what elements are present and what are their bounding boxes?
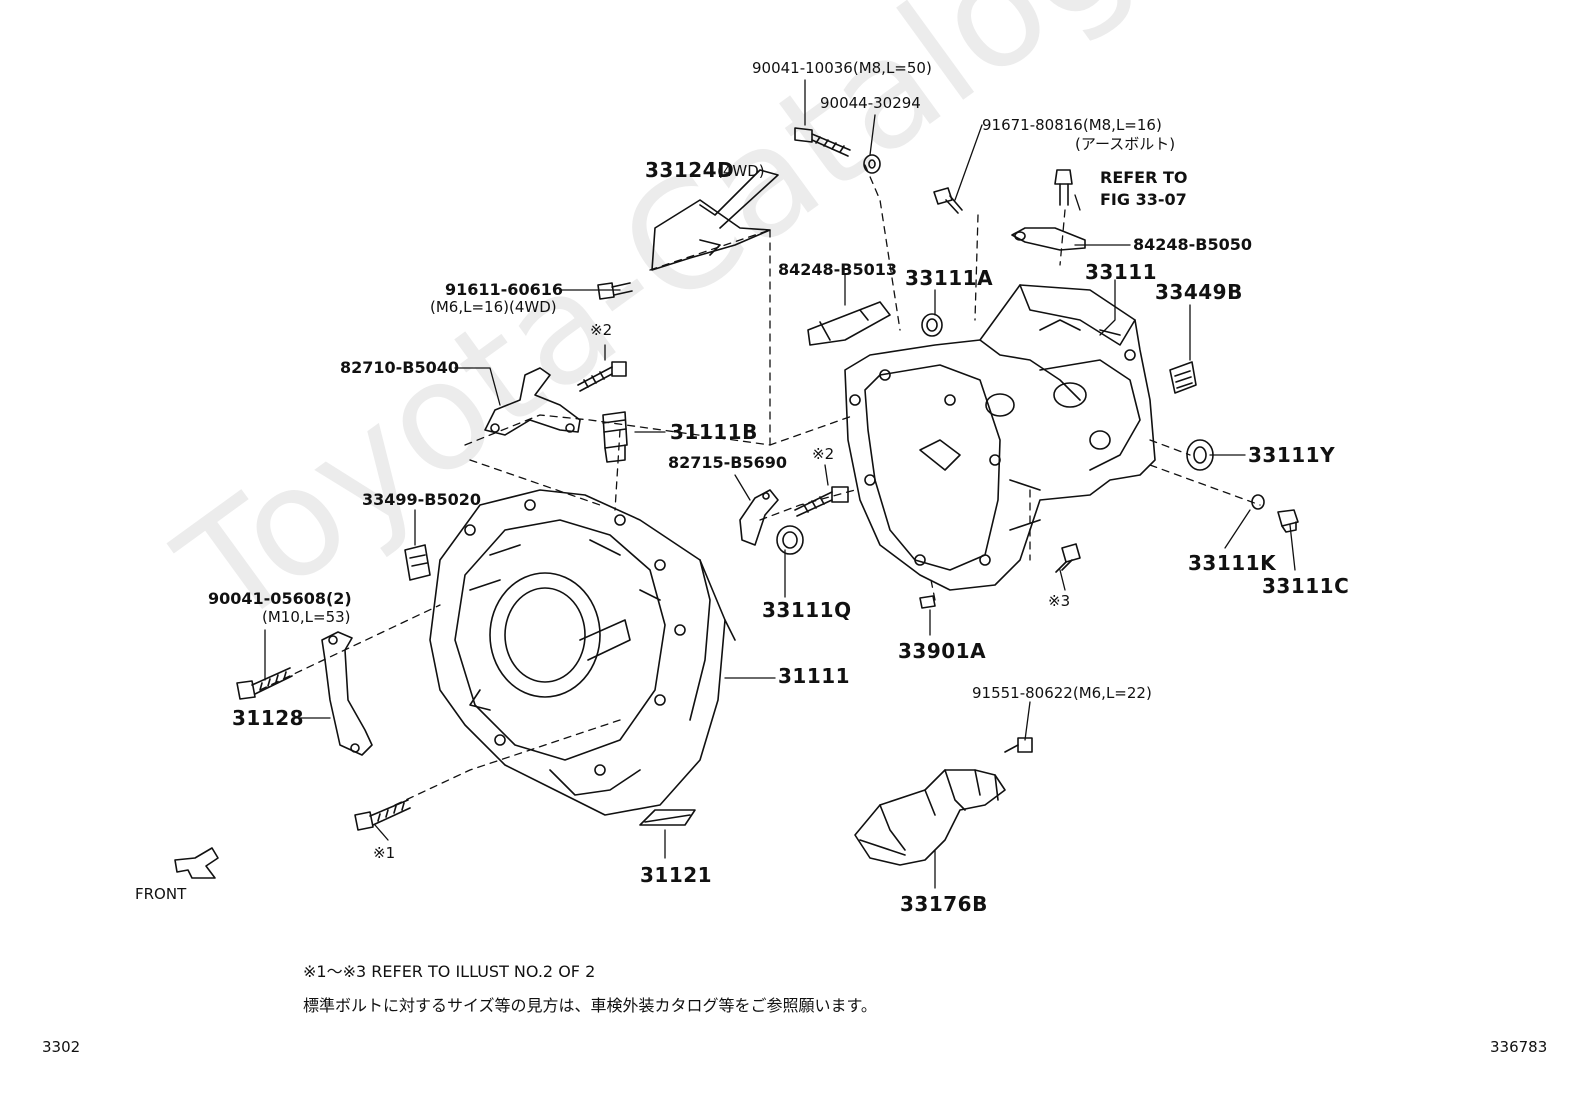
label-33901A: 33901A — [898, 639, 987, 663]
fork-33176B — [854, 769, 1006, 866]
case-33111 — [844, 284, 1156, 591]
part-31128-bracket — [321, 631, 373, 756]
label-33111Y: 33111Y — [1248, 443, 1336, 467]
bolt-mark3 — [1055, 543, 1081, 573]
label-33449B: 33449B — [1155, 280, 1243, 304]
label-33111K: 33111K — [1188, 551, 1277, 575]
label-33111Q: 33111Q — [762, 598, 852, 622]
bolt-refer-fig — [1054, 169, 1073, 206]
part-33111C-plug — [1277, 509, 1299, 533]
bolt-mark1 — [354, 799, 411, 831]
label-90041-10036: 90041-10036(M8,L=50) — [752, 59, 932, 77]
part-84248-B5050-clamp — [1011, 227, 1086, 251]
label-33111A: 33111A — [905, 266, 994, 290]
label-31111: 31111 — [778, 664, 851, 688]
label-31128: 31128 — [232, 706, 305, 730]
footer-left-code: 3302 — [42, 1038, 81, 1056]
label-33124D-note: (4WD) — [717, 162, 765, 180]
bolt-91551-80622 — [1004, 737, 1033, 753]
part-82715-B5690-bracket — [739, 489, 779, 546]
label-84248-B5050: 84248-B5050 — [1133, 235, 1253, 254]
part-33111Y-seal — [1186, 439, 1214, 471]
label-31121: 31121 — [640, 863, 713, 887]
label-91551-80622: 91551-80622(M6,L=22) — [972, 684, 1152, 702]
part-33499-B5020-clip — [404, 544, 431, 581]
label-front: FRONT — [135, 885, 187, 903]
label-91671-80816: 91671-80816(M8,L=16) — [982, 116, 1162, 134]
label-90044-30294: 90044-30294 — [820, 94, 921, 112]
leader-lines — [264, 79, 1296, 889]
part-33124D-tube — [651, 169, 779, 271]
bolt-91671-80816 — [933, 187, 963, 214]
part-33111A-seal — [921, 313, 943, 337]
label-mark3: ※3 — [1048, 592, 1071, 610]
front-arrow-icon — [174, 847, 219, 879]
label-33124D: 33124D — [645, 158, 735, 182]
label-33111: 33111 — [1085, 260, 1158, 284]
label-33499-B5020: 33499-B5020 — [362, 490, 482, 509]
label-82710-B5040: 82710-B5040 — [340, 358, 460, 377]
footer-right-code: 336783 — [1490, 1038, 1548, 1056]
label-91611-60616: 91611-60616 — [445, 280, 563, 299]
label-earth-bolt-note: (アースボルト) — [1075, 135, 1176, 153]
washer-90044-30294 — [863, 154, 881, 174]
part-82710-B5040-bracket — [484, 367, 581, 436]
label-91611-note: (M6,L=16)(4WD) — [430, 298, 557, 316]
housing-31111 — [429, 489, 736, 816]
label-mark2-upper: ※2 — [590, 321, 613, 339]
label-90041-05608: 90041-05608(2) — [208, 589, 352, 608]
label-90041-05608-note: (M10,L=53) — [262, 608, 351, 626]
note-refer-illust: ※1～※3 REFER TO ILLUST NO.2 OF 2 — [303, 962, 596, 981]
assembly-dash-lines — [259, 164, 1261, 806]
bolt-90041-10036 — [794, 127, 851, 157]
label-31111B: 31111B — [670, 420, 758, 444]
part-33901A-pin — [919, 595, 936, 609]
part-33111K-washer — [1251, 494, 1265, 510]
part-31121-cover — [639, 809, 696, 826]
part-31111B-sensor — [602, 411, 628, 463]
part-33111Q-seal — [776, 525, 804, 555]
label-33111C: 33111C — [1262, 574, 1350, 598]
note-japanese: 標準ボルトに対するサイズ等の見方は、車検外装カタログ等をご参照願います。 — [303, 996, 877, 1015]
bolt-90041-05608 — [236, 667, 293, 700]
label-mark1: ※1 — [373, 844, 396, 862]
part-33449B-block — [1169, 361, 1197, 394]
bolt-91611-60616 — [597, 282, 633, 300]
bolt-mark2-upper — [577, 361, 627, 392]
label-33176B: 33176B — [900, 892, 988, 916]
label-84248-B5013: 84248-B5013 — [778, 260, 898, 279]
label-82715-B5690: 82715-B5690 — [668, 453, 788, 472]
bolt-mark2-lower — [794, 486, 849, 517]
label-fig-33-07: FIG 33-07 — [1100, 190, 1187, 209]
part-84248-B5013-clamp — [807, 301, 891, 346]
label-refer-to: REFER TO — [1100, 168, 1188, 187]
label-mark2-lower: ※2 — [812, 445, 835, 463]
